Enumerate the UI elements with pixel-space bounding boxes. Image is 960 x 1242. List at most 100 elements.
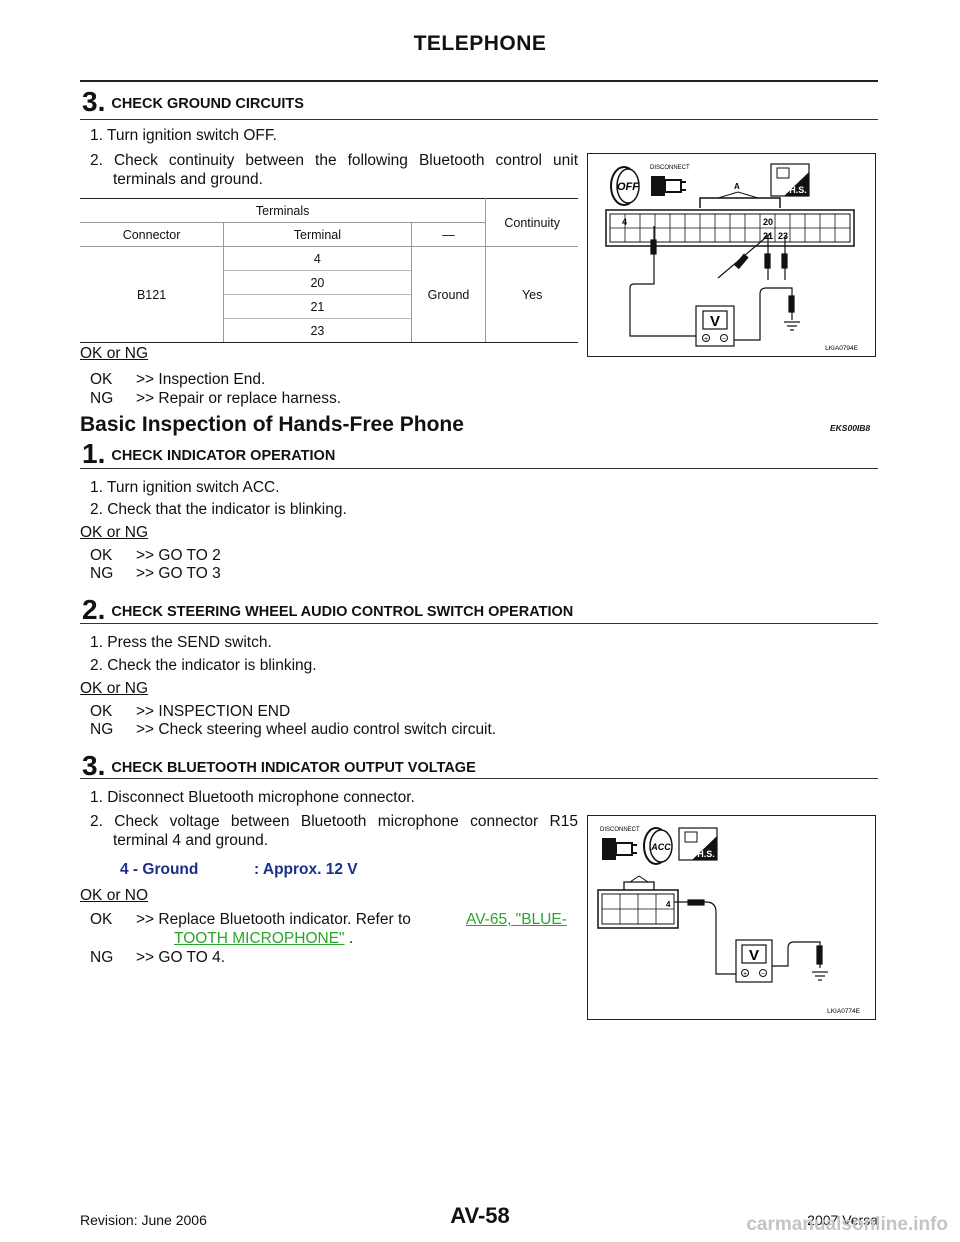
svg-text:H.S.: H.S.: [697, 849, 715, 859]
watermark: carmanualsonline.info: [746, 1214, 948, 1235]
step-rule: [80, 778, 878, 779]
section-title: Basic Inspection of Hands-Free Phone: [80, 413, 464, 436]
result-key: NG: [90, 390, 114, 407]
step-number: 1.: [82, 438, 106, 469]
instruction-cont: terminal 4 and ground.: [113, 832, 269, 849]
probe-wires: [674, 899, 823, 975]
ok-or-ng-label: OK or NG: [80, 680, 149, 697]
microphone-voltage-diagram: DISCONNECT ACC H.S. 4: [597, 827, 861, 1015]
result-text: >> GO TO 3: [136, 565, 221, 582]
result-tail: .: [344, 930, 354, 947]
disconnect-label: DISCONNECT: [600, 827, 640, 833]
header-rule: [80, 80, 878, 82]
harness-connector-icon: H.S.: [678, 827, 718, 861]
th-dash: —: [410, 222, 486, 247]
step-number: 3.: [82, 86, 106, 117]
result-ok: OK >> Inspection End.: [90, 370, 265, 389]
step-rule: [80, 119, 878, 120]
result-key: OK: [90, 371, 113, 388]
result-key: OK: [90, 703, 113, 720]
result-ok-cont: TOOTH MICROPHONE" .: [174, 929, 353, 948]
instruction: 2. Check that the indicator is blinking.: [90, 501, 347, 518]
th-continuity: Continuity: [485, 198, 578, 247]
svg-text:20: 20: [763, 217, 773, 227]
result-ok: OK >> INSPECTION END: [90, 702, 290, 721]
result-key: NG: [90, 565, 114, 582]
svg-text:V: V: [710, 313, 720, 330]
result-ok: OK >> GO TO 2: [90, 546, 221, 565]
step-heading: 3.CHECK BLUETOOTH INDICATOR OUTPUT VOLTA…: [82, 750, 476, 782]
svg-text:+: +: [743, 971, 747, 978]
figure-code: LKIA0794E: [825, 345, 859, 352]
svg-text:H.S.: H.S.: [789, 185, 807, 195]
ok-or-ng-label: OK or NG: [80, 345, 149, 362]
th-terminal: Terminal: [223, 222, 412, 247]
result-text: >> GO TO 2: [136, 547, 221, 564]
result-ok: OK>> Replace Bluetooth indicator. Refer …: [90, 910, 411, 929]
microphone-voltage-figure: DISCONNECT ACC H.S. 4: [587, 815, 876, 1020]
result-key: NG: [90, 721, 114, 738]
reference-link-cont[interactable]: TOOTH MICROPHONE": [174, 930, 345, 947]
model-year: 2007 Versa: [807, 1212, 878, 1228]
step-heading: 3. CHECK GROUND CIRCUITS: [82, 86, 304, 118]
step-heading: 1. CHECK INDICATOR OPERATION: [82, 438, 335, 470]
cell-connector: B121: [80, 246, 224, 343]
svg-text:V: V: [749, 947, 759, 964]
th-connector: Connector: [122, 227, 181, 242]
ok-or-ng-label: OK or NG: [80, 524, 149, 541]
step-number: 3.: [82, 750, 106, 781]
harness-connector-icon: H.S.: [770, 163, 810, 197]
instruction-1: 1. Turn ignition switch OFF.: [90, 127, 277, 144]
instruction: 1. Disconnect Bluetooth microphone conne…: [90, 789, 415, 806]
revision-date: Revision: June 2006: [80, 1212, 207, 1228]
step-heading: 2. CHECK STEERING WHEEL AUDIO CONTROL SWI…: [82, 594, 573, 626]
result-ng: NG >> Repair or replace harness.: [90, 389, 341, 408]
section-code: EKS00IB8: [830, 423, 871, 433]
step-number: 2.: [82, 594, 106, 625]
result-ng: NG >> GO TO 4.: [90, 948, 225, 967]
disconnect-label: DISCONNECT: [650, 165, 690, 171]
figure-code: LKIA0774E: [827, 1008, 861, 1015]
ok-or-no-label: OK or NO: [80, 887, 149, 904]
svg-text:4: 4: [622, 217, 627, 227]
cell-terminal: 23: [223, 318, 412, 343]
result-text: >> Repair or replace harness.: [136, 390, 342, 407]
result-ng: NG >> GO TO 3: [90, 564, 221, 583]
instruction: 2. Check voltage between Bluetooth micro…: [90, 813, 578, 830]
instruction: 2. Check the indicator is blinking.: [90, 657, 317, 674]
svg-text:−: −: [761, 971, 765, 978]
instruction: 1. Press the SEND switch.: [90, 634, 272, 651]
svg-text:+: +: [704, 336, 708, 343]
result-key: NG: [90, 949, 114, 966]
connector-body: [605, 191, 855, 247]
voltmeter-icon: V + −: [695, 305, 735, 347]
cell-continuity: Yes: [485, 246, 578, 343]
instruction-2: 2. Check continuity between the followin…: [90, 152, 578, 169]
microphone-connector: [597, 875, 679, 929]
svg-text:ACC: ACC: [650, 842, 671, 852]
voltmeter-icon: V + −: [735, 939, 773, 983]
step-title: CHECK INDICATOR OPERATION: [111, 448, 336, 464]
instruction: 1. Turn ignition switch ACC.: [90, 479, 280, 496]
step-rule: [80, 623, 878, 624]
result-text: >> GO TO 4.: [136, 949, 226, 966]
connector-a-label: A: [734, 182, 740, 191]
step-title: CHECK STEERING WHEEL AUDIO CONTROL SWITC…: [111, 604, 574, 620]
result-text: >> INSPECTION END: [136, 703, 291, 720]
result-key: OK: [90, 547, 113, 564]
step-title: CHECK GROUND CIRCUITS: [111, 96, 304, 112]
cell-terminal: 20: [223, 270, 412, 295]
reference-link[interactable]: AV-65, "BLUE-: [466, 911, 567, 928]
svg-text:OFF: OFF: [617, 181, 639, 193]
result-text: >> Inspection End.: [136, 371, 266, 388]
step-rule: [80, 468, 878, 469]
cell-ground: Ground: [410, 246, 486, 343]
continuity-table: Terminals Continuity Connector Terminal …: [80, 198, 578, 343]
instruction-2-cont: terminals and ground.: [113, 171, 263, 188]
cell-terminal: 4: [223, 246, 412, 271]
disconnect-icon: [651, 176, 686, 196]
key-acc-icon: ACC: [643, 827, 673, 865]
probe-wires: [629, 226, 795, 341]
ground-symbol: [812, 971, 828, 981]
ground-symbol: [784, 321, 800, 331]
